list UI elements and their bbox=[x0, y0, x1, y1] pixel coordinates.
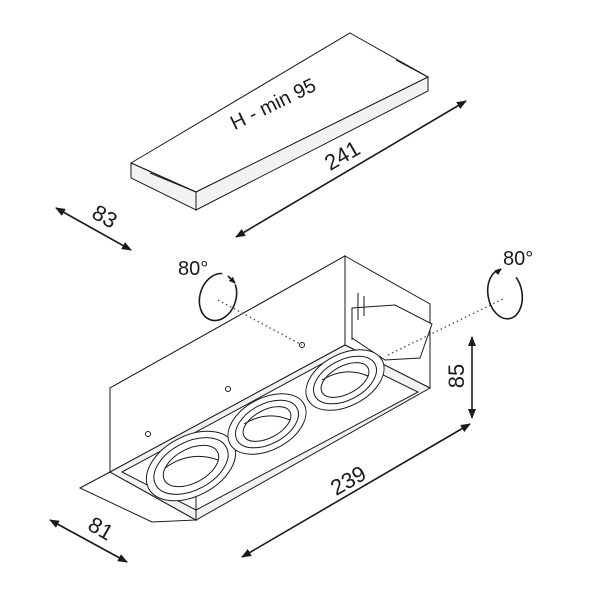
fixture-length-dimension-line bbox=[241, 423, 471, 558]
rotation-left-icon bbox=[198, 272, 238, 322]
cutout-width-dimension-line bbox=[55, 207, 132, 251]
fixture-width-dimension-line bbox=[49, 519, 128, 563]
cutout-length-dimension-line bbox=[235, 100, 467, 238]
fixture-housing bbox=[78, 255, 433, 523]
spot-lamp-3 bbox=[305, 349, 385, 411]
fixture-height-label: 85 bbox=[444, 364, 469, 388]
fixture-length-label: 239 bbox=[326, 460, 370, 500]
rotation-axis-right bbox=[387, 297, 506, 356]
rotation-right-icon bbox=[486, 268, 524, 320]
rotation-right-label: 80° bbox=[503, 248, 533, 270]
rotation-left-label: 80° bbox=[178, 258, 208, 280]
cutout-template bbox=[129, 32, 430, 211]
